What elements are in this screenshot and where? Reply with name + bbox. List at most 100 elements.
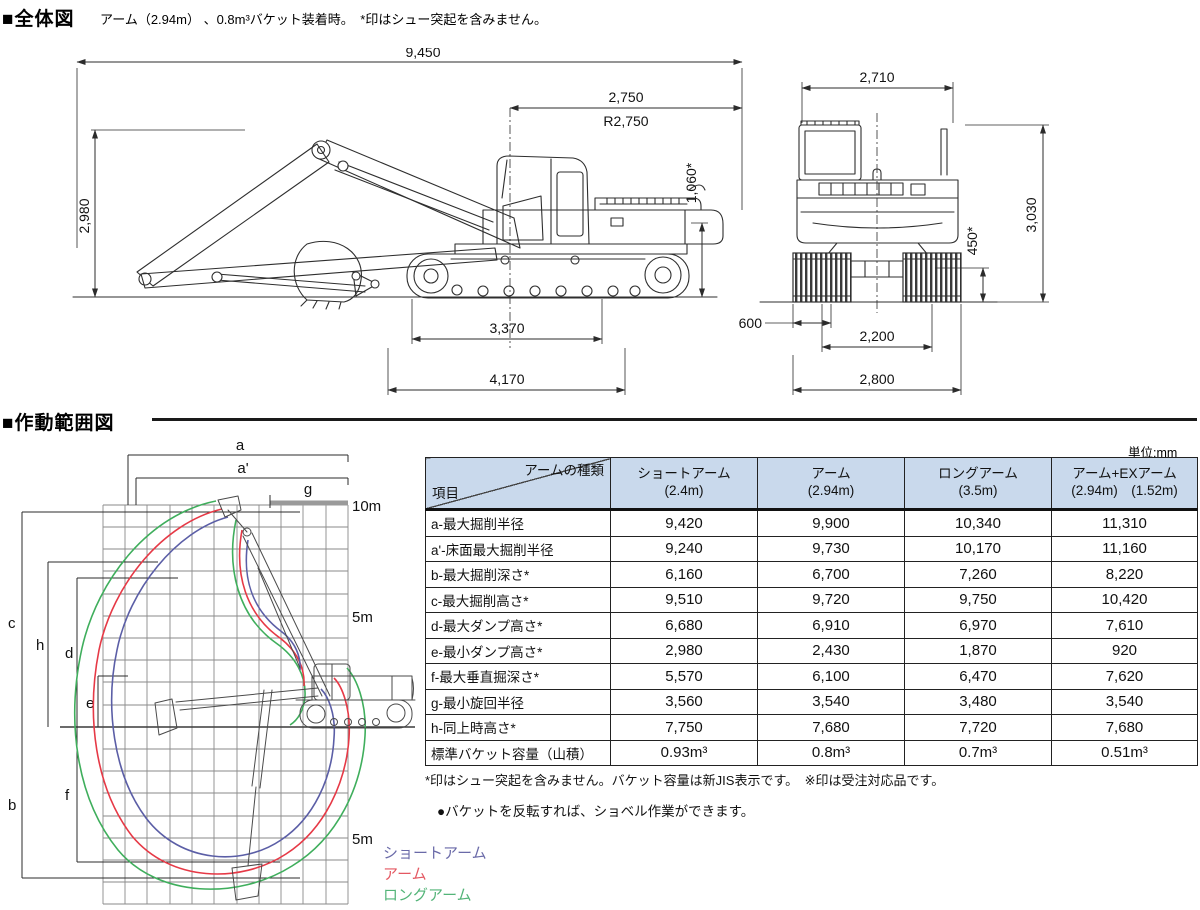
arm-legend: ショートアーム アーム ロングアーム	[383, 843, 487, 906]
side-view-machine	[136, 139, 724, 310]
cell-value: 6,700	[757, 561, 905, 588]
overall-view-subtitle: アーム（2.94m） 、0.8m³バケット装着時。 *印はシュー突起を含みません…	[100, 12, 547, 27]
legend-item-arm: アーム	[383, 866, 427, 883]
dim-tail-swing-radius: R2,750	[603, 113, 648, 129]
col-header-short-arm: ショートアーム(2.4m)	[610, 457, 758, 511]
dim-overall-height: 3,030	[1023, 197, 1039, 232]
range-label-g: g	[304, 481, 312, 498]
cell-value: 11,160	[1051, 535, 1198, 562]
range-machine	[154, 495, 416, 901]
table-corner-cell: アームの種類 項目	[425, 457, 611, 511]
col-header-arm: アーム(2.94m)	[757, 457, 905, 511]
table-header-row: アームの種類 項目 ショートアーム(2.4m) アーム(2.94m) ロングアー…	[425, 457, 1198, 511]
section-rule	[152, 418, 1197, 421]
cell-value: 3,480	[904, 688, 1052, 715]
range-envelopes	[74, 500, 367, 890]
cell-value: 6,910	[757, 612, 905, 639]
cell-value: 9,750	[904, 586, 1052, 613]
range-label-a: a	[236, 438, 245, 454]
rear-view-drawing: 2,710	[739, 69, 1049, 395]
bucket-note: ●バケットを反転すれば、ショベル作業ができます。	[437, 804, 755, 819]
working-range-diagram: a a' g 10m 5m 5m c h d e b f	[8, 438, 416, 905]
col-sub: (2.4m)	[664, 483, 704, 498]
dim-rear-clearance: 1,060*	[683, 162, 699, 203]
row-label: h-同上時高さ*	[425, 714, 611, 741]
cell-value: 6,100	[757, 663, 905, 690]
range-label-b: b	[8, 797, 16, 814]
working-range-title: ■作動範囲図	[2, 413, 115, 434]
cell-value: 1,870	[904, 637, 1052, 664]
row-label: a-最大掘削半径	[425, 509, 611, 537]
col-label: ロングアーム	[938, 466, 1018, 482]
col-header-ex-arm: アーム+EXアーム(2.94m) (1.52m)	[1051, 457, 1198, 511]
col-label: アーム	[811, 466, 851, 482]
cell-value: 9,510	[610, 586, 758, 613]
dim-shoe-width: 600	[739, 315, 763, 331]
cell-value: 2,430	[757, 637, 905, 664]
dim-overall-length: 9,450	[405, 48, 440, 60]
cell-value: 8,220	[1051, 561, 1198, 588]
row-label: g-最小旋回半径	[425, 688, 611, 715]
table-footnote: *印はシュー突起を含みません。バケット容量は新JIS表示です。 ※印は受注対応品…	[425, 773, 945, 788]
cell-value: 6,680	[610, 612, 758, 639]
dim-crawler-width: 2,800	[859, 371, 894, 387]
side-view-drawing: 9,450 2,750 R2,750 2,980 1,060* 3,370 4,…	[72, 48, 743, 395]
cell-value: 9,730	[757, 535, 905, 562]
range-label-a-prime: a'	[237, 460, 248, 477]
cell-value: 7,720	[904, 714, 1052, 741]
cell-value: 10,170	[904, 535, 1052, 562]
range-label-e: e	[86, 695, 94, 712]
cell-value: 10,340	[904, 509, 1052, 537]
cell-value: 0.7m³	[904, 739, 1052, 766]
cell-value: 6,470	[904, 663, 1052, 690]
dim-overall-width: 2,710	[859, 69, 894, 85]
range-scale-10m: 10m	[352, 498, 381, 515]
cell-value: 3,540	[757, 688, 905, 715]
range-label-d: d	[65, 645, 73, 662]
cell-value: 0.51m³	[1051, 739, 1198, 766]
range-scale-5m: 5m	[352, 609, 373, 626]
dim-rear-end-length: 2,750	[608, 89, 643, 105]
cell-value: 0.8m³	[757, 739, 905, 766]
cell-value: 7,750	[610, 714, 758, 741]
row-label: e-最小ダンプ高さ*	[425, 637, 611, 664]
cell-value: 7,620	[1051, 663, 1198, 690]
cell-value: 7,260	[904, 561, 1052, 588]
cell-value: 0.93m³	[610, 739, 758, 766]
dim-ground-clearance: 450*	[964, 226, 980, 255]
cell-value: 2,980	[610, 637, 758, 664]
dim-track-gauge: 2,200	[859, 328, 894, 344]
cell-value: 11,310	[1051, 509, 1198, 537]
dim-boom-height: 2,980	[76, 198, 92, 233]
unit-label: 単位:mm	[1128, 446, 1178, 460]
range-label-c: c	[8, 615, 16, 632]
range-label-f: f	[65, 787, 70, 804]
cell-value: 6,160	[610, 561, 758, 588]
cell-value: 10,420	[1051, 586, 1198, 613]
cell-value: 9,900	[757, 509, 905, 537]
cell-value: 3,560	[610, 688, 758, 715]
range-scale-5m-bottom: 5m	[352, 831, 373, 848]
cell-value: 5,570	[610, 663, 758, 690]
cell-value: 7,680	[757, 714, 905, 741]
col-label: ショートアーム	[637, 466, 731, 482]
row-label: d-最大ダンプ高さ*	[425, 612, 611, 639]
legend-item-long-arm: ロングアーム	[383, 887, 472, 904]
row-label: c-最大掘削高さ*	[425, 586, 611, 613]
row-label: b-最大掘削深さ*	[425, 561, 611, 588]
dim-tumbler-distance: 3,370	[489, 320, 524, 336]
range-label-h: h	[36, 637, 44, 654]
cell-value: 7,680	[1051, 714, 1198, 741]
corner-bottom-label: 項目	[432, 486, 459, 502]
rear-view-machine	[759, 113, 998, 313]
